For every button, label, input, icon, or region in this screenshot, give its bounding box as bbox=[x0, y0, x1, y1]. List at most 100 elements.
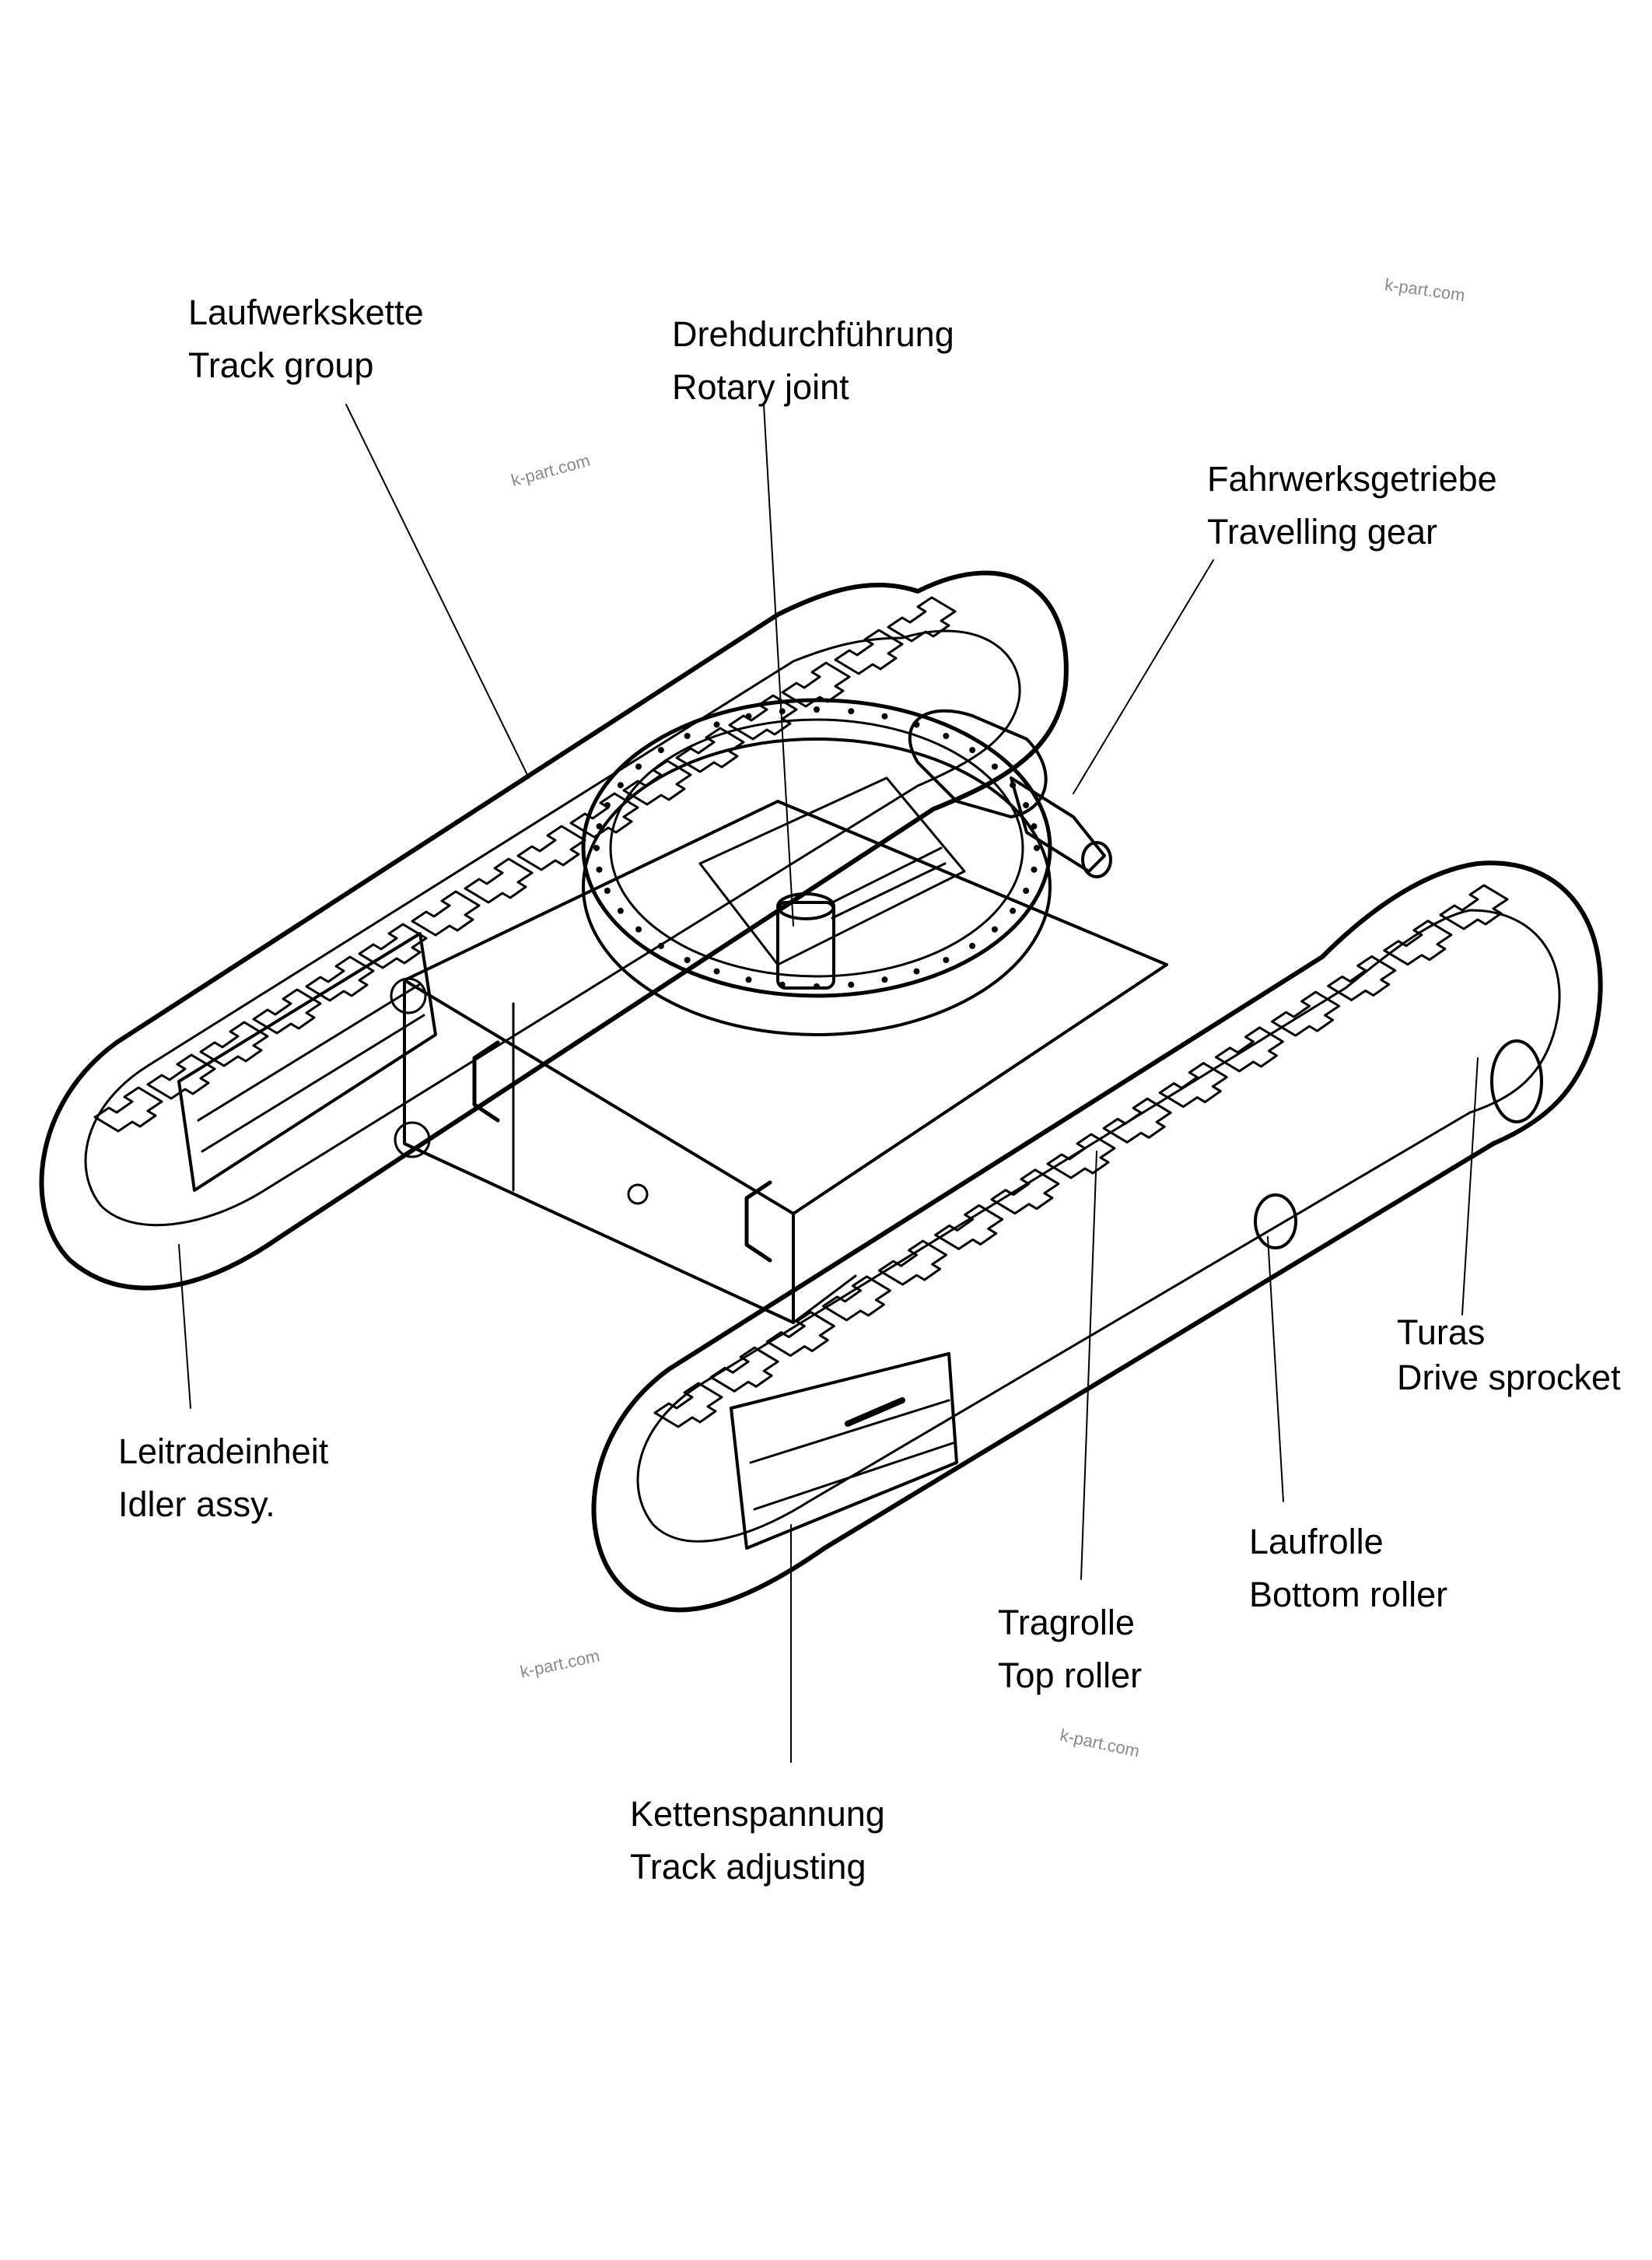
ring-bolt-hole bbox=[596, 823, 603, 830]
track-shoe bbox=[1046, 1133, 1116, 1179]
track-shoe bbox=[709, 1346, 779, 1393]
label-top-roller-de: Tragrolle bbox=[998, 1603, 1135, 1642]
ring-bolt-hole bbox=[593, 845, 600, 851]
label-bottom-roller-de: Laufrolle bbox=[1249, 1522, 1384, 1561]
track-shoe bbox=[781, 661, 851, 708]
ring-bolt-hole bbox=[745, 976, 752, 983]
label-travelling-gear: Fahrwerksgetriebe Travelling gear bbox=[1207, 453, 1497, 559]
leader-rotary-joint bbox=[763, 404, 794, 927]
ring-bolt-hole bbox=[991, 763, 998, 770]
label-travelling-gear-en: Travelling gear bbox=[1207, 512, 1437, 552]
ring-bolt-hole bbox=[684, 957, 691, 964]
label-idler-en: Idler assy. bbox=[118, 1484, 275, 1524]
ring-bolt-hole bbox=[604, 888, 611, 895]
track-shoe bbox=[516, 825, 586, 871]
ring-bolt-hole bbox=[848, 708, 855, 715]
ring-bolt-hole bbox=[713, 968, 720, 975]
ring-bolt-hole bbox=[969, 747, 976, 754]
label-drive-sprocket-de: Turas bbox=[1397, 1312, 1486, 1352]
ring-bolt-hole bbox=[913, 968, 920, 975]
leader-travelling-gear bbox=[1073, 559, 1214, 794]
ring-bolt-hole bbox=[881, 713, 888, 720]
label-bottom-roller: Laufrolle Bottom roller bbox=[1249, 1515, 1447, 1621]
ring-bolt-hole bbox=[943, 732, 950, 739]
ring-bolt-hole bbox=[848, 981, 855, 988]
ring-bolt-hole bbox=[635, 763, 642, 770]
ring-bolt-hole bbox=[1023, 801, 1030, 808]
right-track bbox=[591, 860, 1603, 1613]
label-idler: Leitradeinheit Idler assy. bbox=[118, 1425, 328, 1531]
track-shoe bbox=[305, 955, 375, 1002]
ring-bolt-hole bbox=[604, 801, 611, 808]
track-shoe bbox=[1102, 1097, 1172, 1144]
track-shoe bbox=[990, 1169, 1060, 1215]
ring-bolt-hole bbox=[1031, 823, 1038, 830]
track-shoe bbox=[146, 1053, 216, 1100]
label-track-adjusting-en: Track adjusting bbox=[630, 1847, 866, 1887]
ring-bolt-hole bbox=[617, 907, 624, 914]
label-rotary-joint-de: Drehdurchführung bbox=[672, 314, 954, 354]
track-shoe bbox=[1214, 1026, 1284, 1073]
track-shoe bbox=[728, 694, 798, 741]
center-frame bbox=[390, 800, 1168, 1324]
leader-track-group bbox=[345, 404, 530, 779]
track-shoe bbox=[569, 792, 639, 839]
left-track bbox=[39, 570, 1069, 1291]
label-rotary-joint: Drehdurchführung Rotary joint bbox=[672, 308, 954, 414]
label-idler-de: Leitradeinheit bbox=[118, 1431, 329, 1471]
ring-bolt-hole bbox=[943, 957, 950, 964]
label-top-roller: Tragrolle Top roller bbox=[998, 1596, 1142, 1702]
track-shoe bbox=[834, 629, 904, 675]
label-rotary-joint-en: Rotary joint bbox=[672, 367, 849, 407]
label-drive-sprocket-en: Drive sprocket bbox=[1397, 1358, 1621, 1397]
label-track-adjusting: Kettenspannung Track adjusting bbox=[630, 1788, 885, 1894]
ring-bolt-hole bbox=[881, 976, 888, 983]
ring-bolt-hole bbox=[617, 782, 624, 789]
slewing-ring bbox=[581, 698, 1052, 1036]
ring-bolt-hole bbox=[596, 866, 603, 873]
ring-bolt-hole bbox=[1031, 866, 1038, 873]
ring-bolt-hole bbox=[969, 942, 976, 949]
ring-bolt-hole bbox=[635, 926, 642, 933]
label-track-group-en: Track group bbox=[188, 345, 374, 385]
label-bottom-roller-en: Bottom roller bbox=[1249, 1575, 1448, 1614]
label-track-adjusting-de: Kettenspannung bbox=[630, 1794, 885, 1834]
track-shoe bbox=[1439, 884, 1509, 930]
travelling-gear bbox=[908, 709, 1112, 878]
track-shoe bbox=[1158, 1062, 1228, 1109]
label-track-group-de: Laufwerkskette bbox=[188, 293, 424, 332]
track-shoe bbox=[765, 1311, 835, 1358]
track-shoe bbox=[1271, 990, 1341, 1037]
track-shoe bbox=[887, 596, 957, 643]
track-shoe bbox=[1327, 955, 1397, 1001]
leader-drive-sprocket bbox=[1461, 1057, 1479, 1316]
ring-bolt-hole bbox=[713, 721, 720, 728]
ring-bolt-hole bbox=[1010, 907, 1017, 914]
track-shoe bbox=[653, 1382, 723, 1428]
track-shoe bbox=[675, 727, 745, 773]
leader-top-roller bbox=[1080, 1151, 1097, 1580]
leader-lines bbox=[178, 404, 1479, 1763]
ring-bolt-hole bbox=[814, 706, 820, 713]
track-shoe bbox=[252, 988, 322, 1035]
leader-bottom-roller bbox=[1267, 1236, 1284, 1502]
track-shoe bbox=[878, 1239, 948, 1286]
label-travelling-gear-de: Fahrwerksgetriebe bbox=[1207, 459, 1497, 499]
track-shoe bbox=[1383, 920, 1453, 966]
track-shoe bbox=[411, 890, 481, 937]
track-shoe bbox=[934, 1204, 1004, 1250]
ring-bolt-hole bbox=[1034, 845, 1040, 851]
ring-bolt-hole bbox=[657, 747, 664, 754]
ring-bolt-hole bbox=[1023, 888, 1030, 895]
track-shoe bbox=[199, 1021, 269, 1067]
label-track-group: Laufwerkskette Track group bbox=[188, 286, 424, 392]
leader-idler bbox=[178, 1244, 191, 1409]
ring-bolt-hole bbox=[745, 713, 752, 720]
ring-bolt-hole bbox=[991, 926, 998, 933]
ring-bolt-hole bbox=[684, 732, 691, 739]
ring-bolt-hole bbox=[779, 708, 786, 715]
label-drive-sprocket: Turas Drive sprocket bbox=[1397, 1310, 1621, 1400]
track-shoe bbox=[93, 1086, 163, 1133]
track-shoe bbox=[358, 923, 428, 969]
